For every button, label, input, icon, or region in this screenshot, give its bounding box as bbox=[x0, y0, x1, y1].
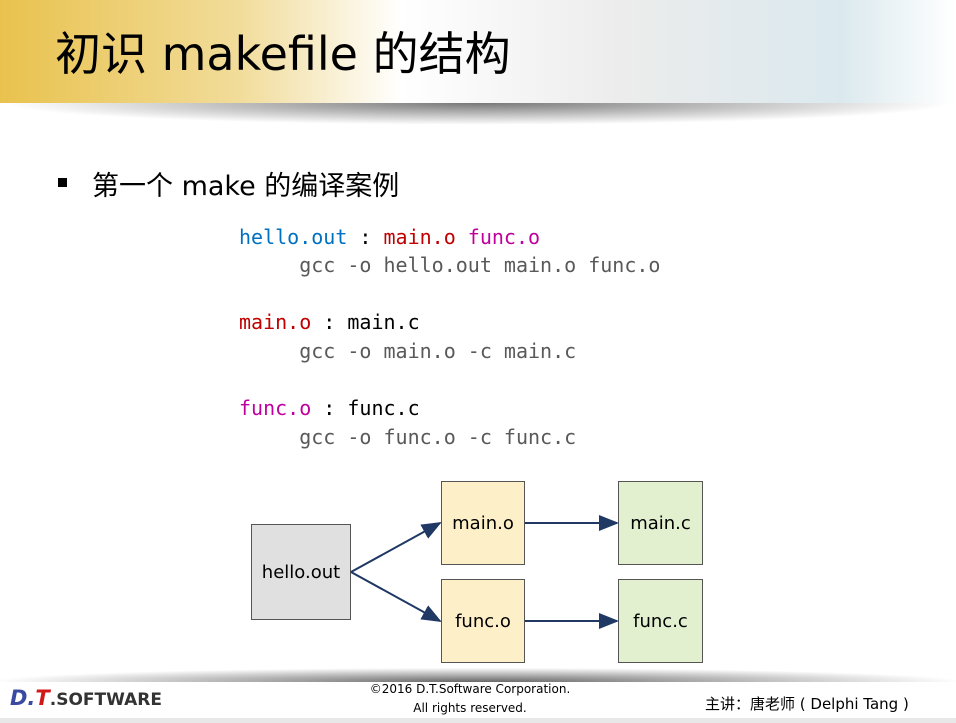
code-line: gcc -o main.o -c main.c bbox=[239, 339, 576, 363]
arrow-hello-main-o bbox=[350, 522, 442, 573]
copyright: ©2016 D.T.Software Corporation. bbox=[369, 682, 571, 696]
code-token: main.o bbox=[383, 225, 456, 249]
dt-software-logo: D.T.SOFTWARE bbox=[10, 686, 162, 710]
code-line: main.o : main.c bbox=[239, 310, 420, 334]
code-line: gcc -o func.o -c func.c bbox=[239, 425, 576, 449]
node-func-o: func.o bbox=[441, 579, 525, 663]
code-token: hello.out bbox=[239, 225, 348, 249]
footer-bar bbox=[0, 718, 956, 723]
slide-title: 初识 makefile 的结构 bbox=[55, 27, 511, 81]
node-hello-out: hello.out bbox=[251, 524, 351, 620]
code-token: : bbox=[347, 225, 384, 249]
node-func-c: func.c bbox=[618, 579, 703, 663]
footer-shadow bbox=[0, 668, 956, 682]
bullet-text: 第一个 make 的编译案例 bbox=[92, 171, 400, 202]
node-main-c: main.c bbox=[618, 481, 703, 565]
node-main-o: main.o bbox=[441, 481, 525, 565]
rights: All rights reserved. bbox=[413, 701, 527, 715]
code-token: gcc -o hello.out main.o func.o bbox=[239, 253, 661, 277]
code-token: gcc -o main.o -c main.c bbox=[239, 339, 577, 363]
banner-shadow bbox=[0, 103, 956, 125]
code-token: gcc -o func.o -c func.c bbox=[239, 425, 577, 449]
code-line: gcc -o hello.out main.o func.o bbox=[239, 253, 660, 277]
bullet-icon bbox=[58, 178, 67, 187]
code-token: func.o bbox=[239, 396, 312, 420]
code-token: func.o bbox=[467, 225, 541, 249]
arrow-hello-func-o bbox=[350, 571, 442, 622]
title-banner bbox=[0, 0, 956, 103]
code-token: : func.c bbox=[311, 396, 420, 420]
code-line: func.o : func.c bbox=[239, 396, 420, 420]
code-token: : main.c bbox=[311, 310, 420, 334]
code-token: main.o bbox=[239, 310, 312, 334]
code-line: hello.out : main.o func.o bbox=[239, 225, 540, 249]
lecturer: 主讲：唐老师 ( Delphi Tang ) bbox=[705, 695, 909, 713]
